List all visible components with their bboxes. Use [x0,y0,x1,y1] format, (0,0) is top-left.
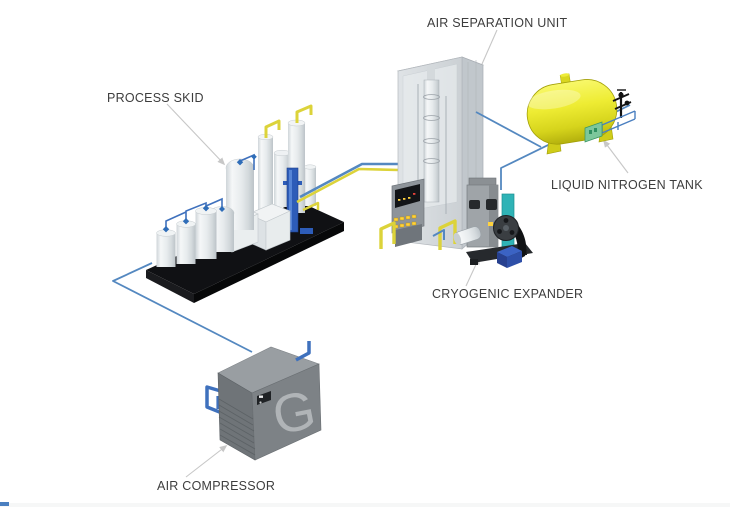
skid-valves [162,154,257,233]
skid-mid-vessels [195,206,235,259]
pipe-asu-to-tank [475,111,542,148]
label-air-separation-unit: AIR SEPARATION UNIT [427,16,568,30]
expander-motor [497,246,522,268]
leader-process-skid [166,103,226,166]
process-skid-graphic [146,104,344,303]
label-cryogenic-expander: CRYOGENIC EXPANDER [432,287,584,301]
tank-valves [612,89,632,118]
label-liquid-nitrogen-tank: LIQUID NITROGEN TANK [551,178,703,192]
air-separation-unit-graphic [379,56,485,250]
asu-control-panel [391,178,425,247]
asu-base-pipes [379,219,457,250]
liquid-nitrogen-tank-graphic [526,73,636,155]
air-compressor-graphic: G [205,341,322,461]
label-air-compressor: AIR COMPRESSOR [157,479,276,493]
cryogenic-expander-graphic [453,177,533,268]
leader-air-compressor [185,444,228,478]
skid-dome-vessel [225,158,255,230]
pipe-skid-to-asu [296,162,400,204]
label-process-skid: PROCESS SKID [107,91,204,105]
compressor-louvers [218,398,256,456]
leader-liquid-nitrogen-tank [603,139,629,174]
pipe-skid-to-compressor [112,262,253,353]
image-edge-artifacts [0,502,730,507]
tank-gauge-panel [584,121,603,143]
